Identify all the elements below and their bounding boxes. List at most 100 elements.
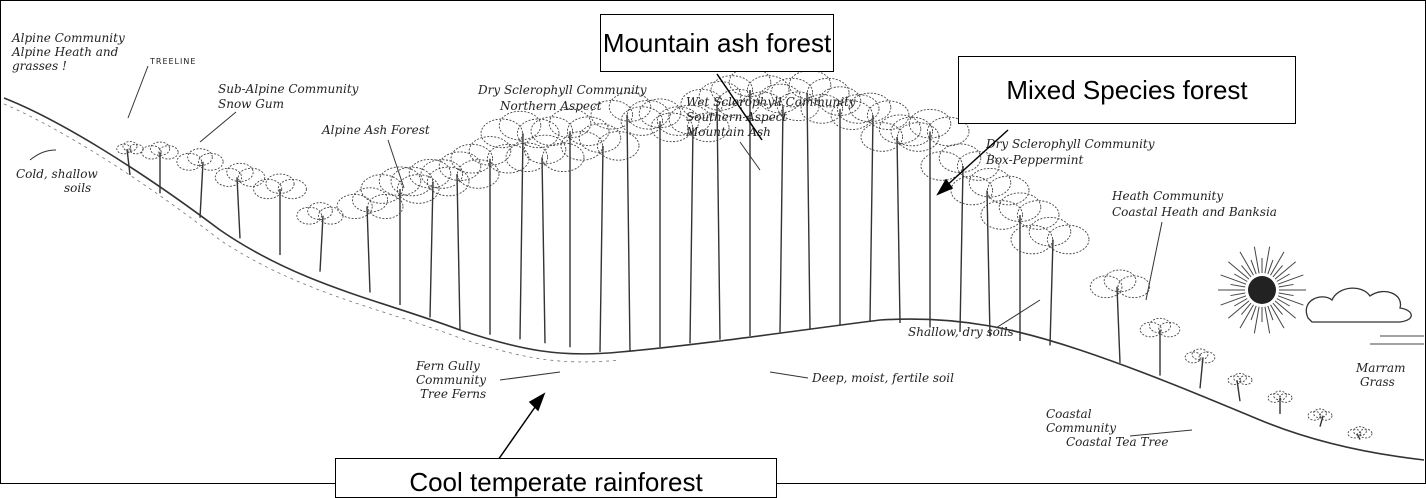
tree-trunk bbox=[367, 207, 370, 293]
tree-trunk bbox=[960, 166, 963, 332]
label-alpine-community: Alpine Community bbox=[11, 31, 125, 45]
label-dry-sclerophyll-box: Dry Sclerophyll Community bbox=[985, 137, 1155, 151]
label-heath-community: Heath Community bbox=[1111, 189, 1223, 203]
label-box-peppermint: Box-Peppermint bbox=[985, 153, 1083, 167]
tree-trunk bbox=[200, 162, 203, 218]
sun-ray bbox=[1221, 275, 1246, 284]
tree-trunk bbox=[237, 177, 240, 238]
tree-trunk bbox=[542, 157, 545, 343]
sun-ray bbox=[1221, 296, 1246, 305]
tree-canopy bbox=[897, 123, 939, 152]
sun-ray bbox=[1279, 293, 1294, 296]
label-southern-aspect: Southern Aspect bbox=[686, 110, 787, 124]
sun-ray bbox=[1273, 265, 1283, 276]
tree-canopy bbox=[1118, 276, 1150, 298]
tree-canopy bbox=[561, 132, 603, 161]
tree-trunk bbox=[600, 146, 603, 352]
tree-canopy bbox=[861, 123, 903, 152]
vegetation-transect-diagram: Alpine Community Alpine Heath and grasse… bbox=[0, 0, 1426, 484]
label-wet-sclerophyll: Wet Sclerophyll Community bbox=[686, 95, 856, 109]
sun-ray bbox=[1273, 303, 1283, 314]
cloud-icon bbox=[1306, 288, 1411, 322]
tree-canopy bbox=[542, 143, 584, 172]
tree-canopy bbox=[1047, 225, 1089, 254]
tree-canopy bbox=[451, 144, 493, 173]
sun-icon bbox=[1218, 247, 1306, 334]
label-fern-gully: Fern Gully bbox=[415, 359, 480, 373]
tree-trunk bbox=[627, 115, 630, 351]
tree-canopy bbox=[177, 153, 202, 170]
label-fern-community: Community bbox=[416, 373, 486, 387]
ground-shading bbox=[4, 104, 620, 362]
label-coastal-tea-tree: Coastal Tea Tree bbox=[1066, 435, 1168, 449]
sun-ray bbox=[1241, 265, 1251, 276]
tree-canopy bbox=[579, 124, 621, 153]
tree-canopy bbox=[439, 152, 481, 181]
tree-trunk bbox=[987, 191, 990, 337]
tree-trunk bbox=[897, 137, 900, 323]
tree-canopy bbox=[278, 179, 306, 198]
tree-canopy bbox=[1029, 217, 1071, 246]
tree-trunk bbox=[780, 106, 783, 332]
tree-trunk bbox=[1117, 287, 1120, 363]
tree-trunk bbox=[807, 93, 810, 329]
tree-canopy bbox=[517, 119, 559, 148]
label-coastal-heath: Coastal Heath and Banksia bbox=[1112, 205, 1277, 219]
label-alpine-heath: Alpine Heath and bbox=[11, 45, 119, 59]
label-tree-ferns: Tree Ferns bbox=[420, 387, 486, 401]
tree-canopy bbox=[567, 117, 609, 146]
label-coastal-community: Community bbox=[1046, 421, 1116, 435]
tree-canopy bbox=[421, 160, 463, 189]
tree-canopy bbox=[481, 119, 523, 148]
label-snow-gum: Snow Gum bbox=[218, 97, 284, 111]
label-treeline: TREELINE bbox=[149, 57, 196, 66]
tree-canopy bbox=[969, 168, 1011, 197]
tree-trunk bbox=[520, 133, 523, 339]
tree-canopy bbox=[879, 115, 921, 144]
tree-canopy bbox=[352, 188, 387, 212]
tree-canopy bbox=[499, 111, 541, 140]
tree-canopy bbox=[524, 135, 566, 164]
ground-line bbox=[4, 98, 1424, 460]
sun-ray bbox=[1230, 293, 1245, 296]
tree-canopy bbox=[939, 144, 981, 173]
label-alpine-ash: Alpine Ash Forest bbox=[321, 123, 430, 137]
sun-ray bbox=[1279, 284, 1294, 287]
sun-ray bbox=[1230, 284, 1245, 287]
callout-cool-temperate-rainforest: Cool temperate rainforest bbox=[335, 458, 777, 498]
tree-canopy bbox=[506, 143, 548, 172]
sun-ray bbox=[1241, 303, 1251, 314]
label-cold-soils: Cold, shallow bbox=[16, 167, 98, 181]
sun-ray bbox=[1265, 247, 1270, 274]
tree-canopy bbox=[1011, 225, 1053, 254]
label-coastal: Coastal bbox=[1046, 407, 1092, 421]
label-mountain-ash: Mountain Ash bbox=[685, 125, 771, 139]
tree-canopy bbox=[951, 176, 993, 205]
tree-trunk bbox=[430, 182, 433, 318]
callout-mountain-ash: Mountain ash forest bbox=[600, 14, 834, 72]
tree-canopy bbox=[297, 207, 322, 224]
tree-canopy bbox=[1140, 322, 1161, 337]
tree-canopy bbox=[457, 160, 499, 189]
tree-trunk bbox=[870, 115, 873, 321]
sun-ray bbox=[1265, 307, 1270, 334]
tree-trunk bbox=[690, 127, 693, 343]
label-northern-aspect: Northern Aspect bbox=[499, 99, 602, 113]
sun-ray bbox=[1278, 275, 1303, 284]
tree-canopy bbox=[597, 132, 639, 161]
tree-trunk bbox=[320, 216, 323, 272]
sun-ray bbox=[1278, 296, 1303, 305]
sun-ray bbox=[1254, 307, 1259, 334]
label-dry-sclerophyll-north: Dry Sclerophyll Community bbox=[477, 83, 647, 97]
sun-ray bbox=[1254, 247, 1259, 274]
label-grass: Grass bbox=[1360, 375, 1395, 389]
tree-canopy bbox=[891, 117, 933, 146]
label-marram: Marram bbox=[1355, 361, 1405, 375]
tree-trunk bbox=[457, 174, 460, 330]
tree-trunk bbox=[1050, 240, 1053, 346]
label-alpine-grasses: grasses ! bbox=[12, 59, 67, 73]
tree-canopy bbox=[391, 167, 433, 196]
callout-mixed-species: Mixed Species forest bbox=[958, 56, 1296, 124]
label-sub-alpine: Sub-Alpine Community bbox=[218, 82, 359, 96]
tree-canopy bbox=[531, 117, 573, 146]
